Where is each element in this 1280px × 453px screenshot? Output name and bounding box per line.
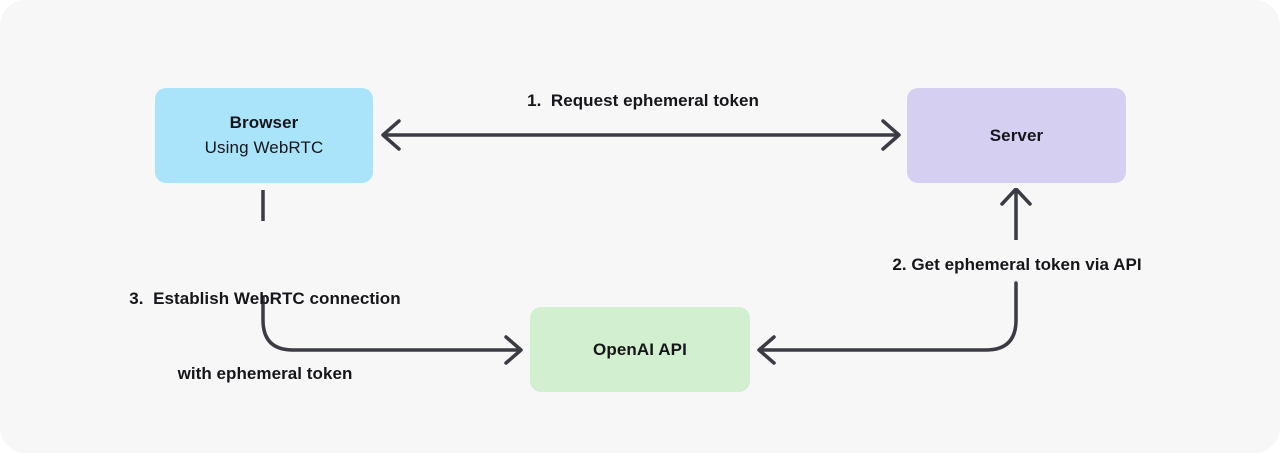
node-browser[interactable]: Browser Using WebRTC — [155, 88, 373, 183]
edge-label-step3: 3. Establish WebRTC connection with ephe… — [80, 236, 450, 436]
node-browser-subtitle: Using WebRTC — [204, 138, 324, 157]
node-server-title: Server — [989, 125, 1044, 145]
edge-label-step3-line1: 3. Establish WebRTC connection — [129, 289, 401, 308]
edge-step3-arrow — [261, 190, 523, 365]
node-openai[interactable]: OpenAI API — [530, 307, 750, 392]
edge-label-step1: 1. Request ephemeral token — [527, 91, 759, 110]
edge-step2-arrow — [757, 187, 1032, 365]
edge-label-step3-line2: with ephemeral token — [177, 364, 353, 383]
edge-step1-arrow — [381, 119, 901, 151]
node-openai-title: OpenAI API — [593, 339, 687, 359]
edge-label-step2: 2. Get ephemeral token via API — [892, 255, 1142, 274]
node-server[interactable]: Server — [907, 88, 1126, 183]
node-browser-title: Browser — [229, 113, 299, 132]
